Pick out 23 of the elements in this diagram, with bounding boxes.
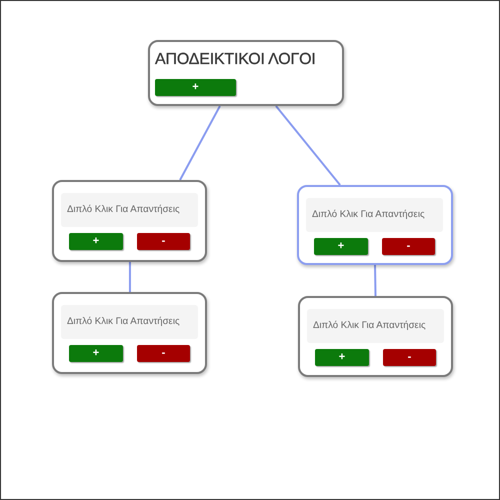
connector-line bbox=[128, 262, 131, 292]
answer-card bbox=[52, 292, 207, 374]
plus-button: + bbox=[155, 79, 236, 96]
answer-card bbox=[298, 296, 453, 377]
answer-field: Διπλό Κλικ Για Απαντήσεις bbox=[307, 309, 444, 343]
connector-line bbox=[179, 106, 221, 180]
answer-field: Διπλό Κλικ Για Απαντήσεις bbox=[61, 193, 198, 227]
connector-line bbox=[374, 264, 376, 296]
root-card bbox=[148, 40, 344, 106]
plus-button: + bbox=[69, 233, 123, 250]
minus-button: - bbox=[137, 233, 190, 250]
answer-field: Διπλό Κλικ Για Απαντήσεις bbox=[61, 305, 198, 339]
minus-button: - bbox=[137, 345, 190, 362]
plus-button: + bbox=[315, 349, 369, 366]
plus-button: + bbox=[314, 238, 368, 255]
minus-button: - bbox=[382, 238, 435, 255]
answer-card bbox=[52, 180, 207, 262]
minus-button: - bbox=[383, 349, 436, 366]
answer-field: Διπλό Κλικ Για Απαντήσεις bbox=[306, 198, 443, 232]
connector-line bbox=[275, 105, 341, 186]
plus-button: + bbox=[69, 345, 123, 362]
card-title: ΑΠΟΔΕΙΚΤΙΚΟΙ ΛΟΓΟΙ bbox=[155, 51, 316, 69]
answer-card bbox=[297, 185, 453, 265]
